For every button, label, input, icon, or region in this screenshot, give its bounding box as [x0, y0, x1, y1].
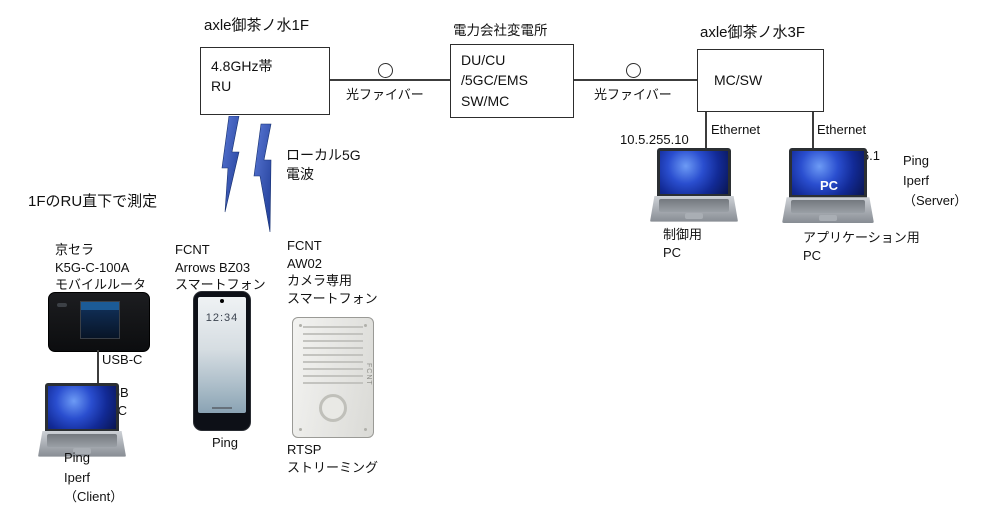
- site-1f-title: axle御茶ノ水1F: [204, 17, 310, 34]
- app-pc-label: アプリケーション用 PC: [803, 230, 920, 263]
- camera-device-icon: FCNT: [292, 317, 374, 438]
- phone-tool-label: Ping: [212, 435, 239, 450]
- control-pc-ip: 10.5.255.10: [620, 132, 689, 147]
- ethernet-2-label: Ethernet: [817, 122, 867, 137]
- smartphone-icon: 12:34: [193, 291, 251, 431]
- laptop-screen: [45, 383, 119, 432]
- fiber-connector-1-icon: [378, 63, 393, 78]
- mcsw-box-label: MC/SW: [714, 72, 763, 88]
- camera-tool-label: RTSP ストリーミング: [287, 442, 379, 475]
- phone-camera-dot: [220, 299, 224, 303]
- camera-lens: [319, 394, 347, 423]
- camera-brand-text: FCNT: [365, 363, 372, 386]
- mobile-router-icon: [48, 292, 150, 352]
- mobile-router-label: 京セラ K5G-C-100A モバイルルータ: [55, 242, 147, 293]
- client-tools-label: Ping Iperf （Client）: [64, 450, 124, 504]
- ethernet-line-1: [705, 112, 707, 160]
- fiber-connector-2-icon: [626, 63, 641, 78]
- server-tools-label: Ping Iperf （Server）: [903, 153, 968, 209]
- ru-box-label: 4.8GHz帯 RU: [211, 58, 273, 95]
- laptop-base: [650, 196, 738, 222]
- local-5g-lightning-icon: [221, 116, 272, 233]
- smartphone-label: FCNT Arrows BZ03 スマートフォン: [175, 242, 266, 293]
- ru-box: 4.8GHz帯 RU: [200, 47, 330, 115]
- router-screen: [80, 301, 120, 340]
- fiber-link-2-line: [574, 79, 697, 81]
- laptop-screen: [657, 148, 731, 197]
- laptop-screen: [789, 148, 867, 199]
- control-pc-label: 制御用 PC: [663, 227, 703, 260]
- site-3f-title: axle御茶ノ水3F: [700, 24, 806, 41]
- local-5g-label: ローカル5G 電波: [286, 147, 361, 182]
- app-pc-screen-tag: PC: [820, 178, 839, 193]
- usb-cable-line: [97, 350, 99, 402]
- mcsw-box: MC/SW: [697, 49, 824, 112]
- ethernet-line-2: [812, 112, 814, 160]
- core-box-label: DU/CU /5GC/EMS SW/MC: [461, 52, 528, 109]
- usb-c-label: USB-C: [102, 352, 143, 367]
- fiber-link-2-label: 光ファイバー: [594, 87, 672, 102]
- laptop-base: [38, 431, 126, 457]
- fiber-link-1-line: [330, 79, 450, 81]
- substation-title: 電力会社変電所: [453, 23, 548, 38]
- camera-grille: [303, 326, 363, 386]
- phone-screen: 12:34: [198, 297, 246, 414]
- client-pc-laptop-icon: [38, 383, 126, 463]
- control-pc-laptop-icon: [650, 148, 738, 228]
- fiber-link-1-label: 光ファイバー: [346, 87, 424, 102]
- app-pc-laptop-icon: PC: [782, 148, 874, 230]
- router-led: [57, 303, 67, 308]
- camera-device-label: FCNT AW02 カメラ専用 スマートフォン: [287, 238, 378, 306]
- laptop-base: [782, 197, 874, 224]
- phone-clock: 12:34: [205, 312, 239, 325]
- ethernet-1-label: Ethernet: [711, 122, 761, 137]
- measurement-note: 1FのRU直下で測定: [28, 193, 158, 210]
- core-box: DU/CU /5GC/EMS SW/MC: [450, 44, 574, 118]
- phone-nav-bar: [212, 406, 232, 409]
